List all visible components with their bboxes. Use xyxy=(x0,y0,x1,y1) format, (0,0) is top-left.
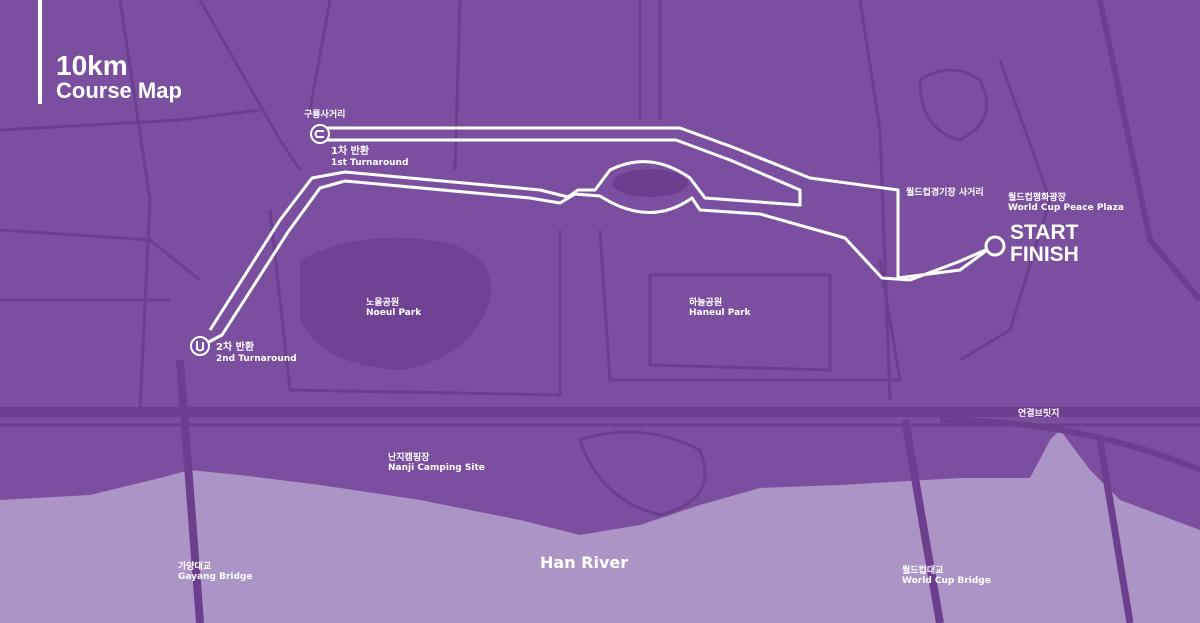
label-en: 1st Turnaround xyxy=(331,157,409,168)
label-en: Haneul Park xyxy=(689,308,751,319)
start-finish-marker xyxy=(984,235,1006,257)
han-river-label: Han River xyxy=(540,553,629,572)
label-ko: 월드컵경기장 사거리 xyxy=(906,188,984,198)
label-ko: 하늘공원 xyxy=(689,298,723,308)
title-distance: 10km xyxy=(56,50,128,81)
stadium-intersection-label: 월드컵경기장 사거리 xyxy=(906,188,984,198)
label-en: 2nd Turnaround xyxy=(216,353,297,364)
u-turn-icon xyxy=(196,341,204,352)
label-en: World Cup Bridge xyxy=(902,576,991,587)
han-river xyxy=(0,430,1200,623)
label-en: Nanji Camping Site xyxy=(388,463,485,474)
course-route xyxy=(202,126,991,347)
finish-text: FINISH xyxy=(1010,243,1079,266)
label-ko: 월드컵평화광장 xyxy=(1008,193,1066,203)
label-en: World Cup Peace Plaza xyxy=(1008,203,1124,214)
turnaround-1-place: 구룡사거리 xyxy=(304,110,345,120)
label-en: Noeul Park xyxy=(366,308,422,319)
label-ko: 난지캠핑장 xyxy=(388,453,430,463)
u-turn-icon xyxy=(314,130,324,138)
u-turn-icon xyxy=(190,336,210,356)
u-turn-icon xyxy=(310,124,330,144)
place-name-ko: 구룡사거리 xyxy=(304,110,346,120)
label-ko: 연결브릿지 xyxy=(1018,409,1060,419)
noeul-park-area xyxy=(300,237,492,370)
label-en: Gayang Bridge xyxy=(178,572,253,583)
map-title: 10km Course Map xyxy=(38,0,182,104)
label-ko: 2차 반환 xyxy=(216,342,255,353)
start-finish-label: START FINISH xyxy=(1010,222,1079,266)
start-text: START xyxy=(1010,221,1079,244)
label-ko: 1차 반환 xyxy=(331,146,370,157)
label-ko: 월드컵대교 xyxy=(902,566,944,576)
bridge-link-label: 연결브릿지 xyxy=(1018,409,1059,419)
label-ko: 노을공원 xyxy=(366,298,400,308)
haneul-park-area xyxy=(648,273,832,372)
pond xyxy=(612,169,688,197)
label-ko: 가양대교 xyxy=(178,562,212,572)
title-subtitle: Course Map xyxy=(56,78,182,103)
